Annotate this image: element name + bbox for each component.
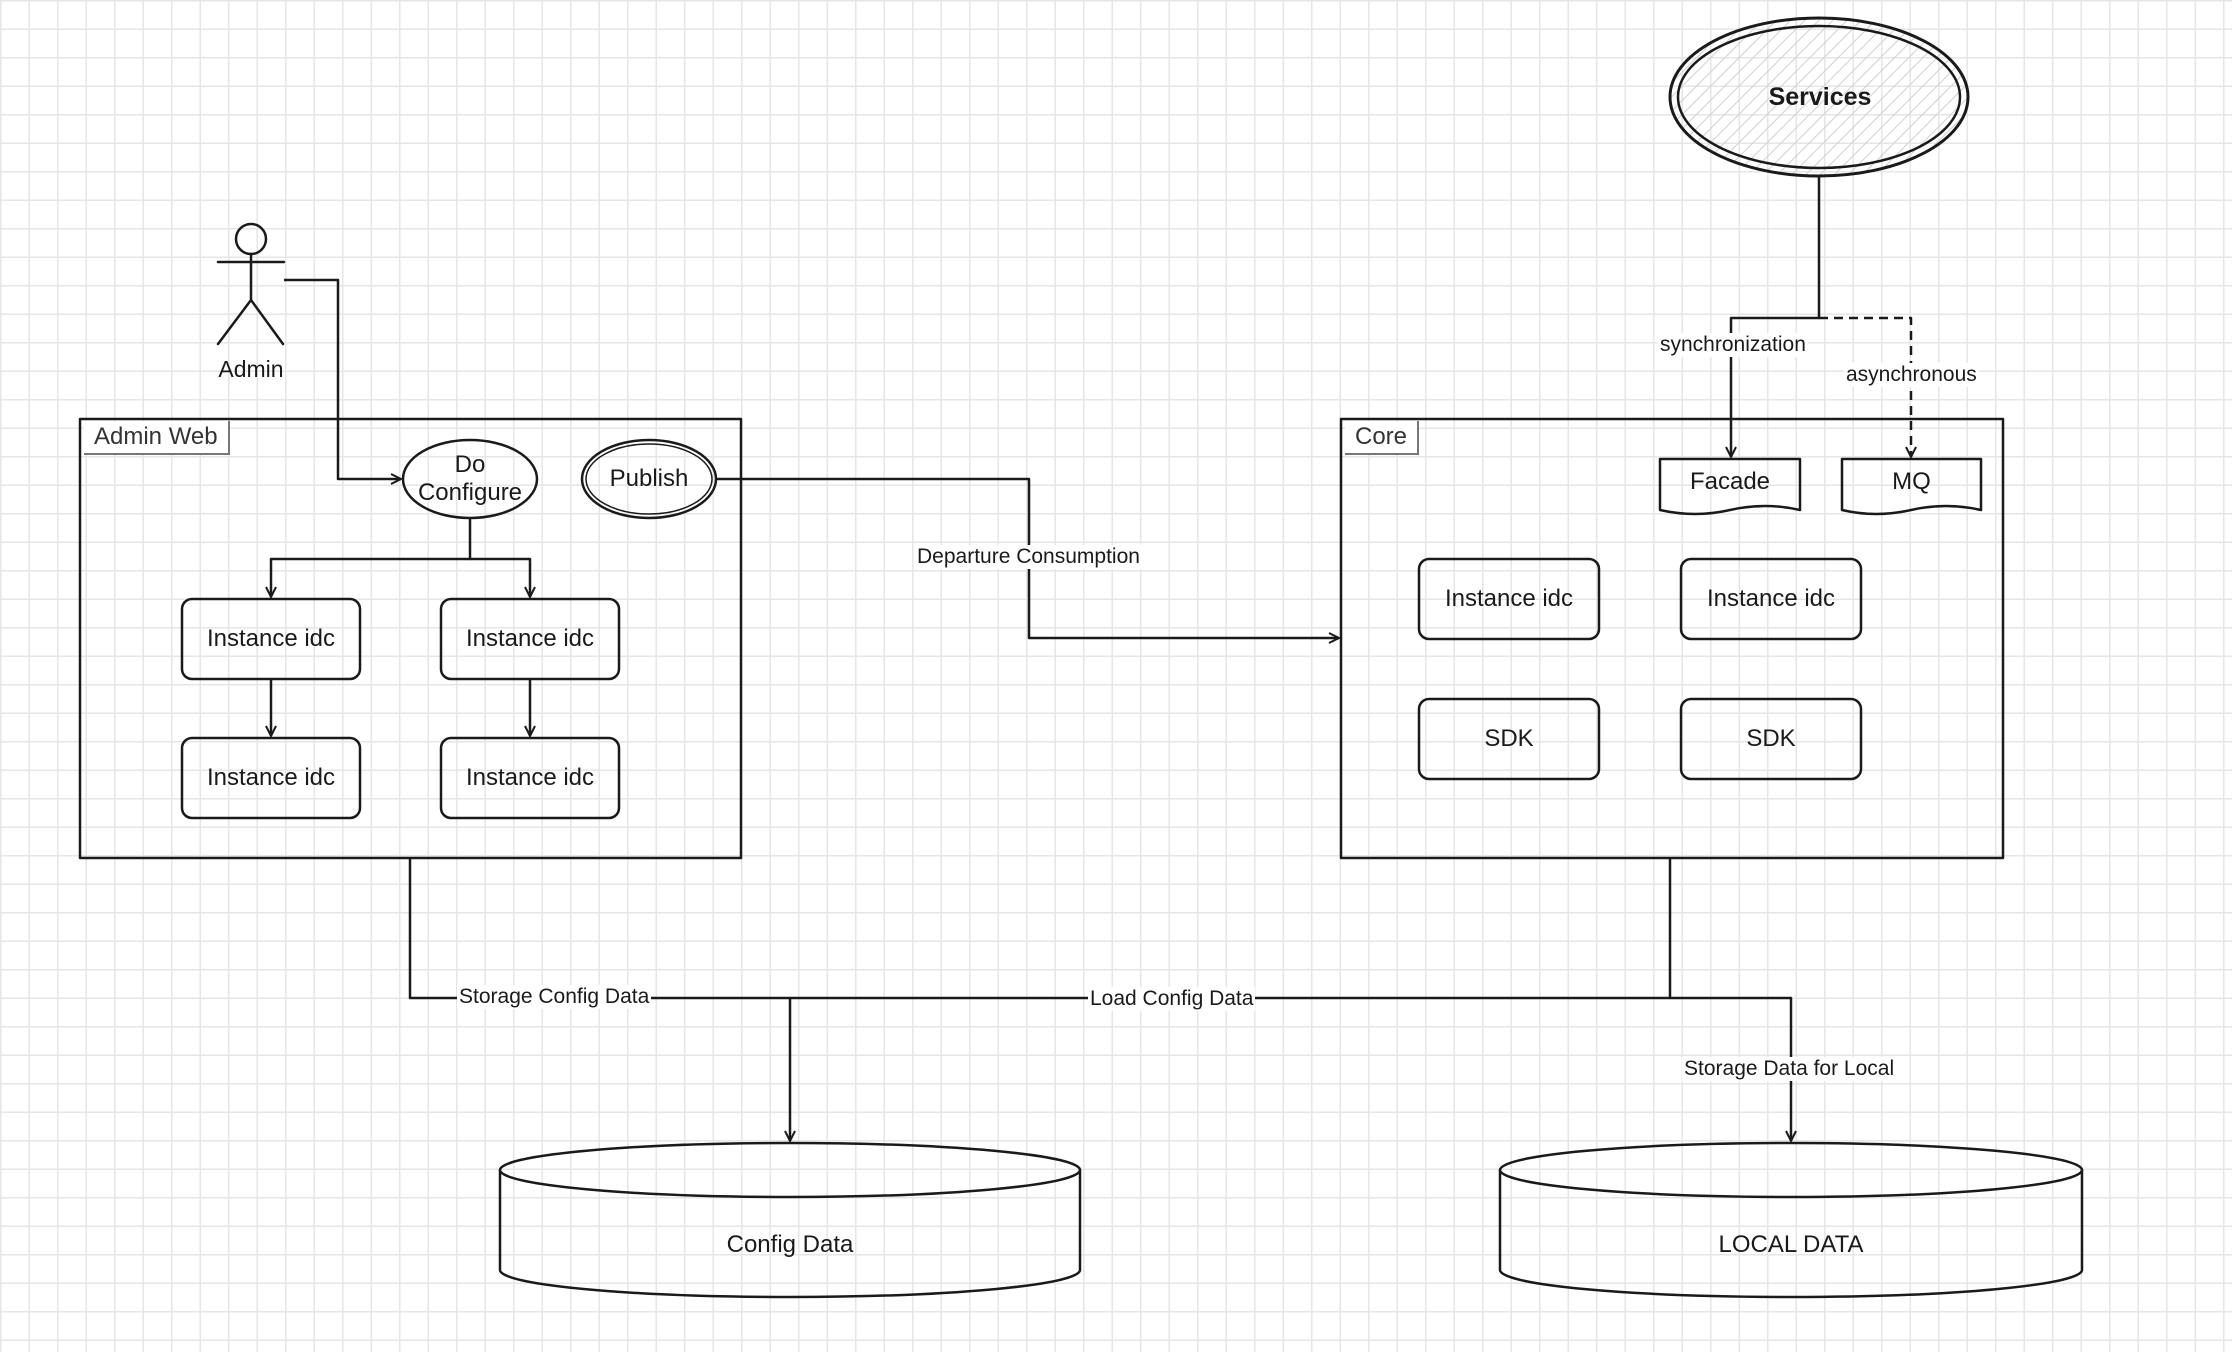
admin-instance-node[interactable] (180, 736, 362, 820)
admin-instance-label: Instance idc (206, 764, 336, 792)
asynchronous-edge (1819, 316, 1911, 457)
core-instance-node[interactable] (1679, 557, 1863, 641)
storage-config-label: Storage Config Data (457, 985, 652, 1009)
asynchronous-label: asynchronous (1844, 363, 1979, 387)
core-title: Core (1345, 421, 1420, 455)
departure-consumption-label: Departure Consumption (915, 545, 1142, 569)
storage-local-label: Storage Data for Local (1682, 1057, 1897, 1081)
config-data-store[interactable] (498, 1141, 1082, 1299)
mq-label: MQ (1892, 468, 1931, 496)
core-instance-label: Instance idc (1444, 585, 1574, 613)
configure-to-instances-edge (470, 557, 530, 597)
services-node[interactable] (1668, 16, 1970, 178)
facade-label: Facade (1689, 468, 1771, 496)
do-configure-label: Do Configure (417, 451, 523, 506)
sdk-node[interactable] (1417, 697, 1601, 781)
admin-actor-icon (216, 222, 286, 346)
core-frame (1339, 417, 2005, 860)
local-data-label: LOCAL DATA (1718, 1231, 1864, 1259)
core-instance-label: Instance idc (1706, 585, 1836, 613)
admin-instance-node[interactable] (439, 736, 621, 820)
mq-node[interactable] (1840, 457, 1983, 516)
facade-node[interactable] (1658, 457, 1802, 516)
publish-label: Publish (609, 465, 689, 493)
admin-to-configure-edge (284, 278, 401, 479)
admin-instance-label: Instance idc (206, 625, 336, 653)
admin-actor-label: Admin (218, 356, 284, 382)
admin-web-title: Admin Web (84, 421, 230, 455)
services-label: Services (1768, 82, 1872, 111)
admin-instance-label: Instance idc (465, 764, 595, 792)
synchronization-edge (1731, 176, 1821, 457)
load-config-label: Load Config Data (1088, 987, 1256, 1011)
sdk-label: SDK (1746, 725, 1796, 753)
config-data-label: Config Data (726, 1231, 854, 1259)
storage-local-edge (1670, 996, 1791, 1141)
configure-to-instances-edge (271, 518, 472, 597)
load-config-edge (790, 858, 1672, 1000)
synchronization-label: synchronization (1658, 333, 1808, 357)
sdk-label: SDK (1484, 725, 1534, 753)
admin-instance-label: Instance idc (465, 625, 595, 653)
core-instance-node[interactable] (1417, 557, 1601, 641)
sdk-node[interactable] (1679, 697, 1863, 781)
local-data-store[interactable] (1498, 1141, 2084, 1299)
